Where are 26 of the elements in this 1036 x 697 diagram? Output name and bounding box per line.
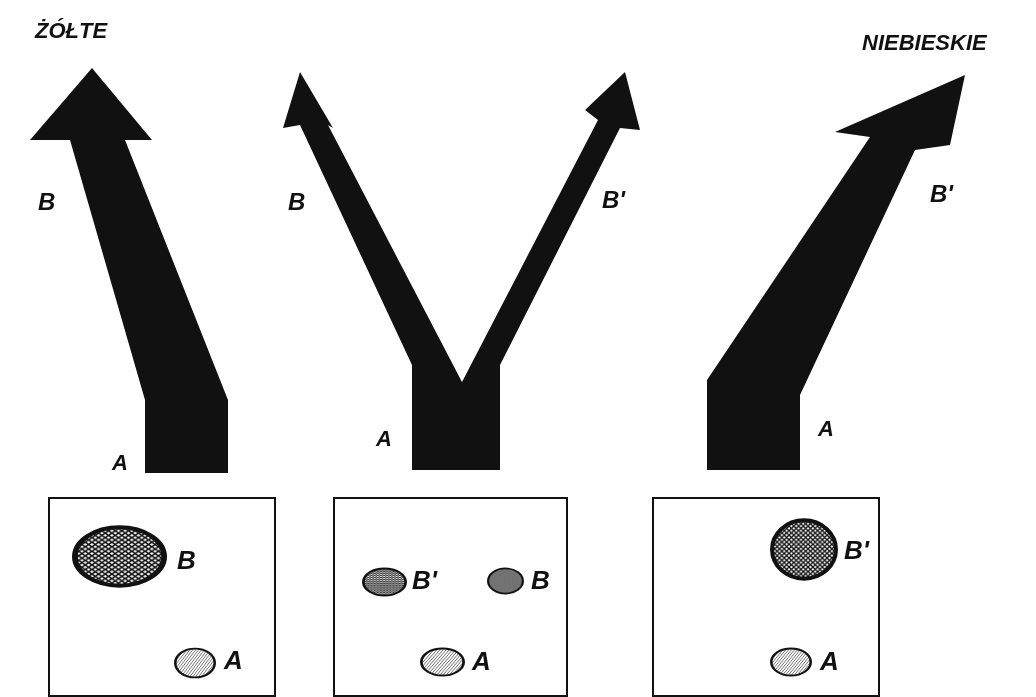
arrow-label: A [376,428,392,450]
blob-label: B [531,567,550,593]
hatched-blob [72,524,167,589]
blob-label: B' [844,537,869,563]
blob-label: B' [412,567,437,593]
blob-label: A [224,647,243,673]
arrow-label: B' [930,182,954,206]
hatched-blob [362,567,407,597]
blob-label: A [820,648,839,674]
hatched-blob [420,647,465,677]
blob-label: A [472,648,491,674]
arrow-label: A [818,418,834,440]
hatched-blob [770,517,838,582]
panel [48,497,276,697]
panel [333,497,568,697]
blob-label: B [177,547,196,573]
arrow-label: B [288,190,306,214]
arrow-label: A [112,452,128,474]
arrow-label: B' [602,188,626,212]
color-label: ŻÓŁTE [35,20,108,42]
color-label: NIEBIESKIE [862,32,987,54]
hatched-blob [770,647,812,677]
hatched-blob [174,647,216,679]
arrow-label: B [38,190,56,214]
panel [652,497,880,697]
hatched-blob [487,567,524,595]
